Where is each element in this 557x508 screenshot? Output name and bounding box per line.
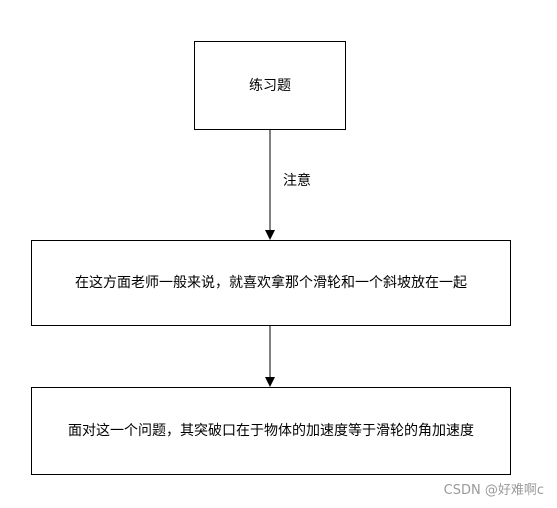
arrowhead-middle-to-bottom xyxy=(265,377,275,387)
node-breakthrough-text: 面对这一个问题，其突破口在于物体的加速度等于滑轮的角加速度 xyxy=(68,423,474,439)
arrowhead-top-to-middle xyxy=(265,230,275,240)
watermark: CSDN @好难啊c xyxy=(443,483,544,498)
node-pulley-slope: 在这方面老师一般来说，就喜欢拿那个滑轮和一个斜坡放在一起 xyxy=(31,240,511,326)
node-pulley-slope-text: 在这方面老师一般来说，就喜欢拿那个滑轮和一个斜坡放在一起 xyxy=(75,275,467,291)
node-exercise-text: 练习题 xyxy=(249,77,291,94)
node-exercise: 练习题 xyxy=(194,41,346,130)
node-breakthrough: 面对这一个问题，其突破口在于物体的加速度等于滑轮的角加速度 xyxy=(31,387,511,475)
edge-label-note: 注意 xyxy=(283,173,311,189)
